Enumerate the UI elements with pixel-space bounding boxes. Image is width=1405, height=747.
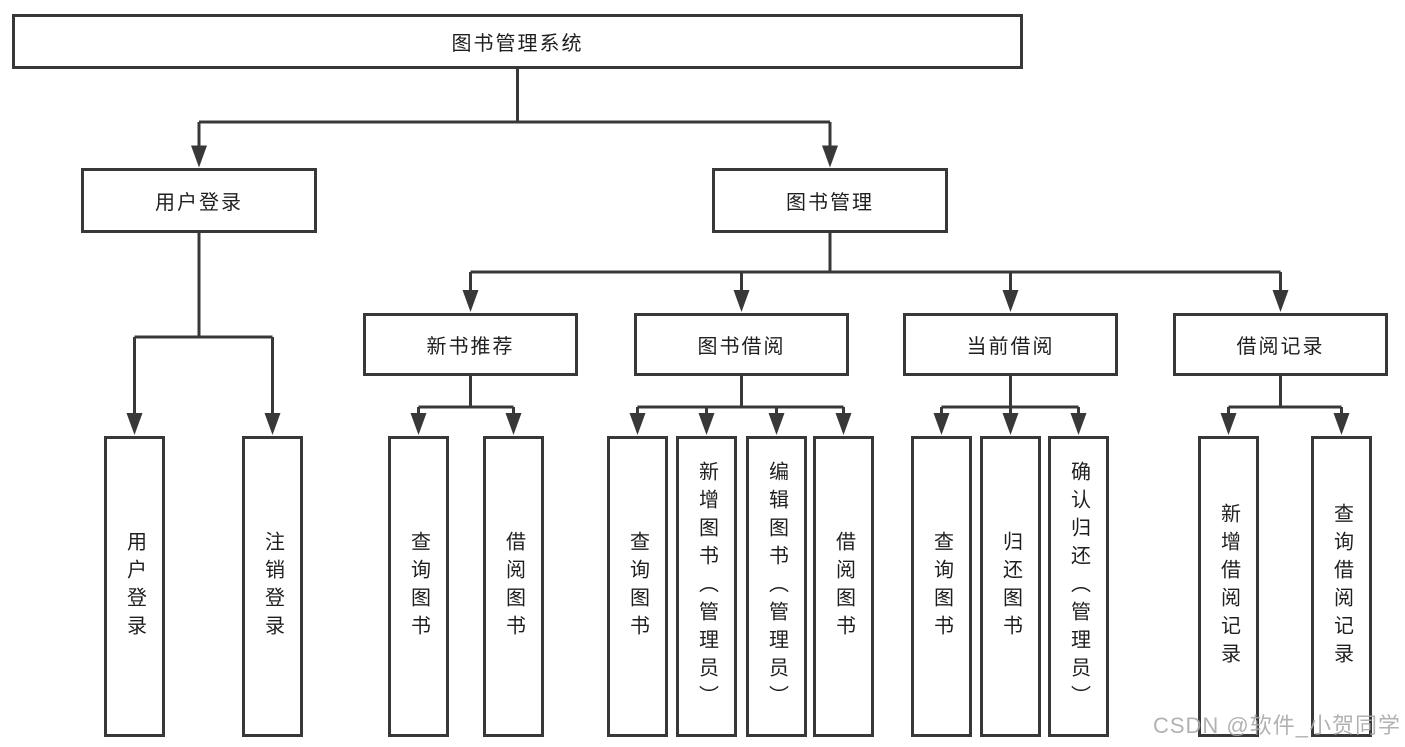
node-book-borrowing: 图书借阅 [634, 313, 849, 376]
leaf-borrow-books: 借阅图书 [813, 436, 874, 737]
node-book-management: 图书管理 [712, 168, 948, 233]
node-label: 借阅记录 [1236, 336, 1325, 358]
node-label: 借阅图书 [502, 530, 525, 643]
arrowheads [126, 145, 1350, 435]
watermark-text: CSDN @软件_小贺同学 [1152, 713, 1401, 738]
node-label: 查询图书 [930, 530, 953, 643]
node-label: 新增图书（管理员） [695, 460, 718, 713]
node-label: 用户登录 [123, 530, 146, 643]
leaf-return-books: 归还图书 [980, 436, 1041, 737]
node-label: 查询图书 [407, 530, 430, 643]
node-label: 注销登录 [261, 530, 284, 643]
node-label: 借阅图书 [832, 530, 855, 643]
leaf-newbook-query-books: 查询图书 [388, 436, 449, 737]
node-label: 用户登录 [155, 192, 243, 214]
leaf-add-borrow-record: 新增借阅记录 [1198, 436, 1259, 737]
node-library-management-system: 图书管理系统 [12, 14, 1023, 69]
node-label: 编辑图书（管理员） [765, 460, 788, 713]
leaf-user-login: 用户登录 [104, 436, 165, 737]
node-borrowing-records: 借阅记录 [1173, 313, 1388, 376]
leaf-borrow-query-books: 查询图书 [607, 436, 668, 737]
node-user-login: 用户登录 [81, 168, 317, 233]
leaf-edit-books-admin: 编辑图书（管理员） [746, 436, 807, 737]
leaf-confirm-return-admin: 确认归还（管理员） [1048, 436, 1109, 737]
node-label: 当前借阅 [966, 336, 1055, 358]
node-label: 确认归还（管理员） [1067, 460, 1090, 713]
node-label: 新增借阅记录 [1217, 502, 1240, 671]
node-current-borrowing: 当前借阅 [903, 313, 1118, 376]
leaf-current-query-books: 查询图书 [911, 436, 972, 737]
node-label: 查询图书 [626, 530, 649, 643]
node-new-book-recommendation: 新书推荐 [363, 313, 578, 376]
node-label: 图书借阅 [697, 336, 786, 358]
node-label: 查询借阅记录 [1330, 502, 1353, 671]
leaf-newbook-borrow-books: 借阅图书 [483, 436, 544, 737]
leaf-query-borrow-record: 查询借阅记录 [1311, 436, 1372, 737]
leaf-add-books-admin: 新增图书（管理员） [676, 436, 737, 737]
node-label: 新书推荐 [426, 336, 515, 358]
node-label: 图书管理 [786, 192, 874, 214]
leaf-logout: 注销登录 [242, 436, 303, 737]
node-label: 图书管理系统 [451, 33, 584, 55]
connector-paths [133, 69, 1343, 418]
node-label: 归还图书 [999, 530, 1022, 643]
